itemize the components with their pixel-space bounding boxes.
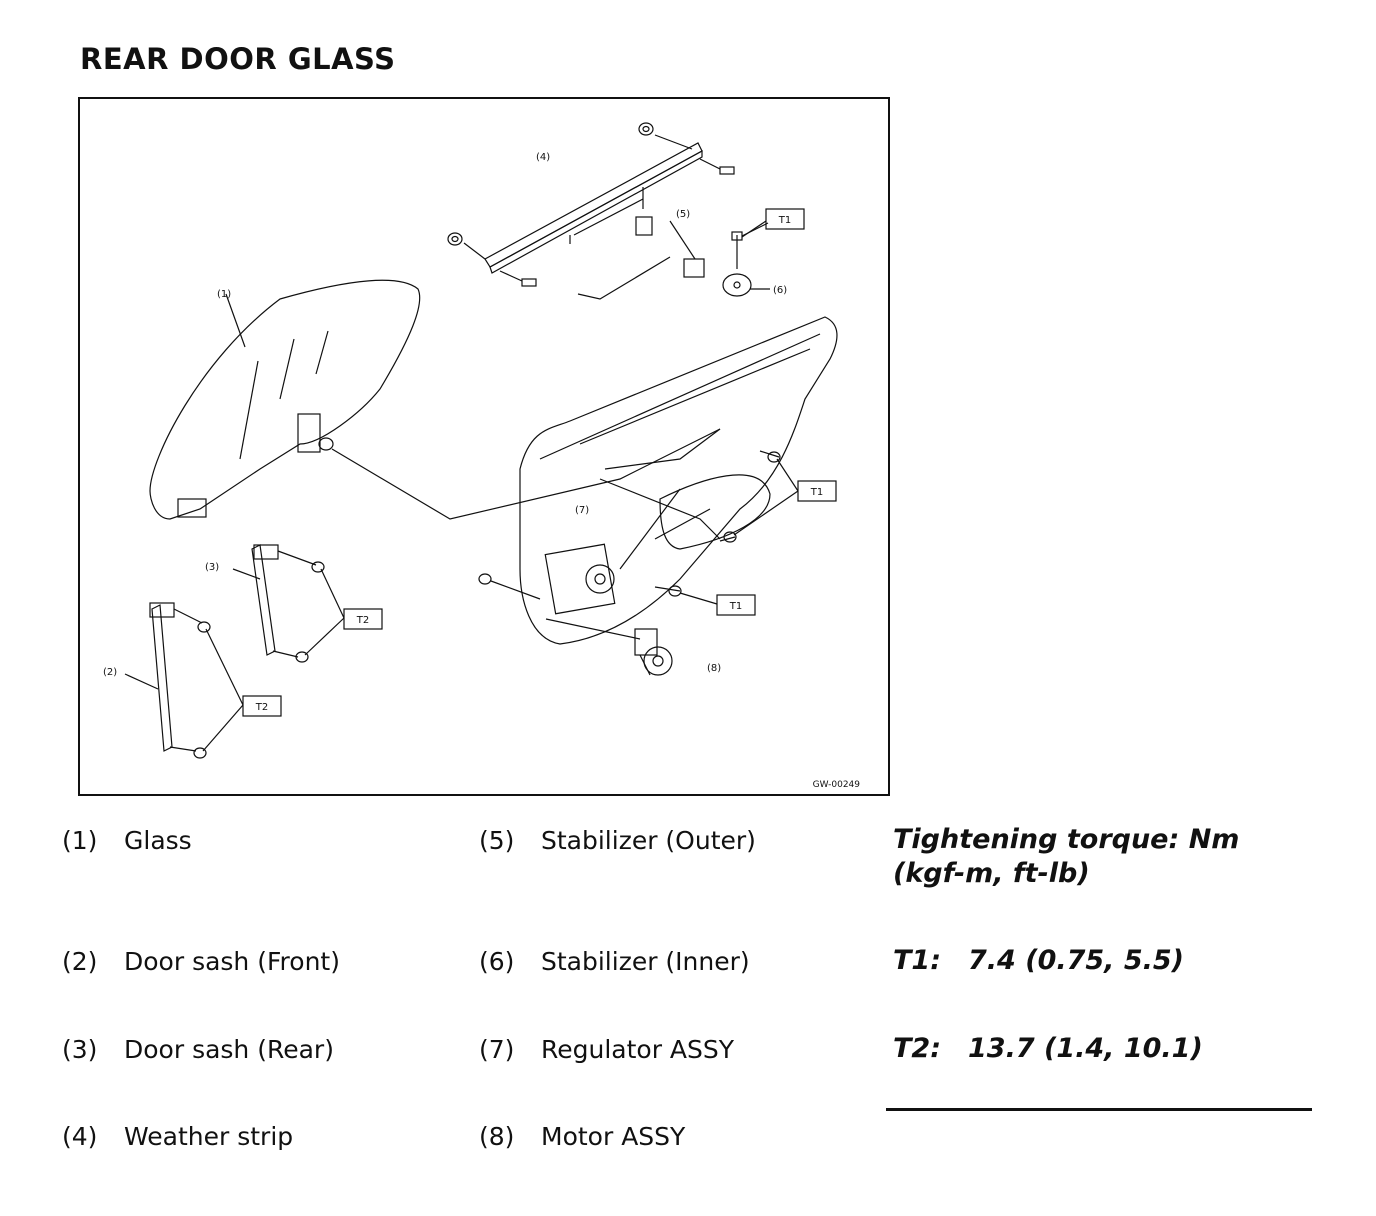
legend-item: (1) Glass <box>62 826 192 855</box>
callout-5: (5) <box>676 209 690 220</box>
torque-tag-t1: T1 <box>729 601 742 612</box>
legend-number: (4) <box>62 1122 98 1151</box>
door-sash-rear-part <box>232 544 325 663</box>
torque-tag-t2: T2 <box>255 702 268 713</box>
legend-number: (2) <box>62 947 98 976</box>
legend-item: (5) Stabilizer (Outer) <box>479 826 756 855</box>
torque-tag-t2: T2 <box>356 615 369 626</box>
torque-heading-line2: (kgf-m, ft-lb) <box>893 858 1090 889</box>
legend-item: (6) Stabilizer (Inner) <box>479 947 750 976</box>
torque-tag-box <box>343 608 383 630</box>
torque-item-t2: T2: 13.7 (1.4, 10.1) <box>893 1033 1203 1064</box>
torque-heading-line1: Tightening torque: Nm <box>893 824 1240 855</box>
torque-key: T1: <box>893 945 942 976</box>
legend-number: (6) <box>479 947 515 976</box>
door-panel-part <box>478 316 838 645</box>
legend-number: (8) <box>479 1122 515 1151</box>
legend-item: (7) Regulator ASSY <box>479 1035 734 1064</box>
torque-key: T2: <box>893 1033 942 1064</box>
torque-tag-box <box>242 695 282 717</box>
legend-number: (1) <box>62 826 98 855</box>
callout-7: (7) <box>575 505 589 516</box>
torque-tag-box <box>797 480 837 502</box>
legend-number: (7) <box>479 1035 515 1064</box>
torque-tag-box <box>716 594 756 616</box>
legend-number: (3) <box>62 1035 98 1064</box>
torque-item-t1: T1: 7.4 (0.75, 5.5) <box>893 945 1184 976</box>
legend-label: Door sash (Rear) <box>124 1035 334 1064</box>
legend-label: Glass <box>124 826 192 855</box>
torque-value: 7.4 (0.75, 5.5) <box>968 945 1185 976</box>
callout-4: (4) <box>536 152 550 163</box>
legend-number: (5) <box>479 826 515 855</box>
torque-leaders <box>202 220 799 752</box>
torque-tag-t1: T1 <box>778 215 791 226</box>
callout-6: (6) <box>773 285 787 296</box>
legend-label: Stabilizer (Inner) <box>541 947 750 976</box>
page-title: REAR DOOR GLASS <box>80 42 396 76</box>
legend-item: (3) Door sash (Rear) <box>62 1035 334 1064</box>
stabilizer-outer-part <box>577 216 705 300</box>
callout-1: (1) <box>217 289 231 300</box>
legend-label: Motor ASSY <box>541 1122 686 1151</box>
legend-label: Regulator ASSY <box>541 1035 735 1064</box>
torque-tag-box <box>765 208 805 230</box>
callout-2: (2) <box>103 667 117 678</box>
figure-code: GW-00249 <box>812 780 860 790</box>
legend-item: (4) Weather strip <box>62 1122 293 1151</box>
legend-label: Weather strip <box>124 1122 294 1151</box>
legend-item: (2) Door sash (Front) <box>62 947 340 976</box>
exploded-diagram: T1 T1 T1 T2 T2 (1) (2) (3) (4) (5) (6) (… <box>78 97 890 796</box>
torque-tag-t1: T1 <box>810 487 823 498</box>
callout-3: (3) <box>205 562 219 573</box>
divider <box>886 1108 1312 1111</box>
torque-value: 13.7 (1.4, 10.1) <box>968 1033 1203 1064</box>
legend-label: Stabilizer (Outer) <box>541 826 756 855</box>
legend-label: Door sash (Front) <box>124 947 340 976</box>
motor-part <box>545 618 673 676</box>
weather-strip-part <box>447 122 735 287</box>
legend-item: (8) Motor ASSY <box>479 1122 685 1151</box>
glass-part <box>149 279 721 520</box>
callout-8: (8) <box>707 663 721 674</box>
door-sash-front-part <box>124 602 211 759</box>
